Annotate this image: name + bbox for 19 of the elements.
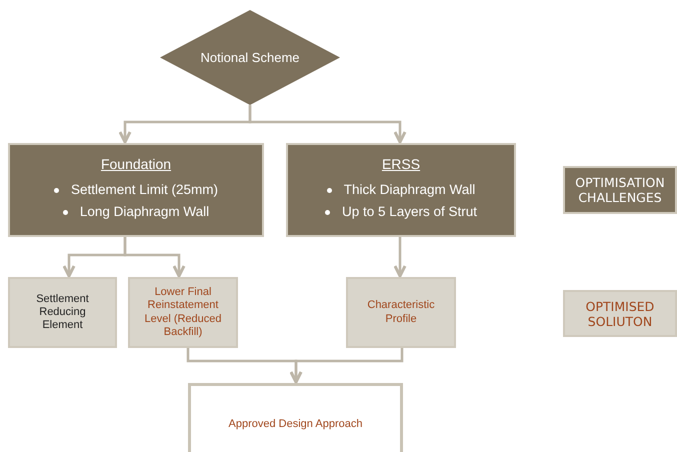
bullet-item: Up to 5 Layers of Strut xyxy=(342,204,478,221)
connector-arrow xyxy=(124,237,186,278)
process-box xyxy=(286,143,516,237)
node-label: Notional Scheme xyxy=(200,50,300,66)
process-box: Lower Final Reinstatement Level (Reduced Backfill) xyxy=(128,277,238,348)
process-box: Characteristic Profile xyxy=(346,277,456,348)
process-box: Settlement Reducing Element xyxy=(8,277,117,348)
process-box xyxy=(8,143,264,237)
bullet-item: Long Diaphragm Wall xyxy=(80,204,210,221)
connector-arrow xyxy=(394,237,406,278)
bullet-item: Settlement Limit (25mm) xyxy=(70,182,218,198)
connector-arrow xyxy=(290,348,404,384)
bullet-item: Thick Diaphragm Wall xyxy=(344,182,476,198)
connector-arrow xyxy=(248,105,406,144)
category-tag: OPTIMISATION CHALLENGES xyxy=(563,166,677,214)
box-heading: ERSS xyxy=(382,156,420,174)
category-tag: OPTIMISED SOLIUTON xyxy=(563,290,677,337)
box-heading: Foundation xyxy=(100,156,172,174)
result-box: Approved Design Approach xyxy=(188,383,403,452)
